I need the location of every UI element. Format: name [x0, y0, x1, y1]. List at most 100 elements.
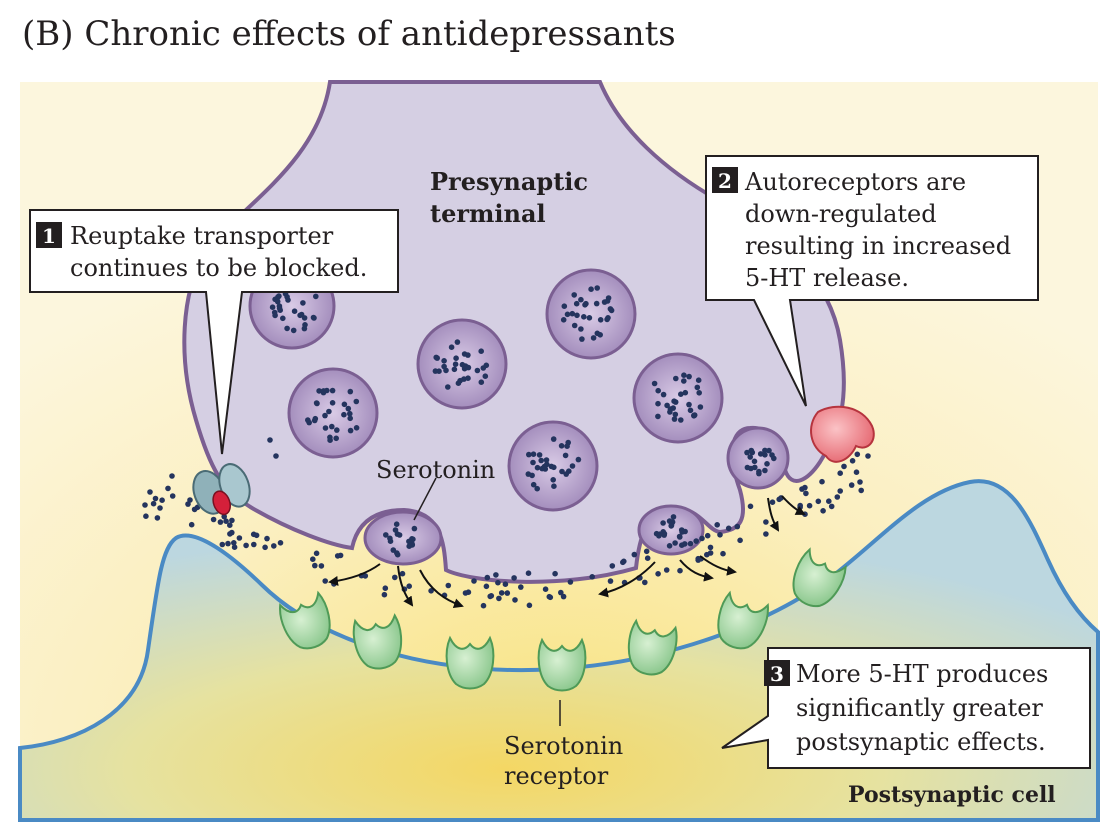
serotonin-dot: [322, 578, 329, 584]
serotonin-dot: [686, 401, 692, 408]
serotonin-dot: [310, 556, 316, 562]
serotonin-dot: [474, 367, 481, 374]
serotonin-dot: [229, 517, 235, 524]
serotonin-dot: [312, 562, 318, 569]
serotonin-dot: [678, 417, 684, 423]
serotonin-dot: [588, 286, 594, 293]
serotonin-dot: [345, 405, 352, 412]
release-arrow: [598, 561, 656, 598]
serotonin-dot: [764, 461, 770, 467]
serotonin-dot: [329, 400, 336, 406]
fusing-vesicle: [363, 510, 443, 566]
serotonin-dot: [504, 590, 511, 596]
serotonin-dot: [574, 312, 580, 319]
serotonin-dot: [747, 454, 753, 460]
serotonin-dot: [660, 520, 666, 526]
release-arrows: [328, 495, 806, 609]
serotonin-dot: [681, 378, 687, 384]
callout-1-badge: [36, 222, 62, 248]
callout-1-box: [29, 209, 399, 455]
serotonin-dot: [589, 574, 595, 580]
callout-3-line-3: postsynaptic effects.: [796, 728, 1046, 756]
serotonin-dot: [593, 300, 600, 307]
serotonin-dot: [525, 570, 532, 576]
serotonin-dot: [322, 412, 328, 419]
serotonin-dot: [707, 544, 714, 551]
serotonin-dot: [313, 400, 320, 406]
serotonin-dot: [681, 541, 688, 547]
serotonin-dot: [564, 311, 571, 318]
serotonin-dot: [697, 404, 704, 410]
serotonin-dot: [802, 484, 808, 491]
serotonin-dot: [443, 367, 449, 374]
serotonin-dot: [762, 447, 768, 454]
serotonin-dot: [667, 409, 673, 415]
serotonin-dot: [465, 589, 472, 595]
serotonin-dot: [734, 523, 741, 530]
serotonin-receptor: [279, 590, 331, 650]
serotonin-dot: [225, 540, 231, 547]
release-arrow: [781, 495, 806, 515]
serotonin-dot: [578, 326, 584, 332]
serotonin-dot: [273, 453, 279, 459]
serotonin-dot: [409, 542, 416, 548]
serotonin-dot: [694, 384, 701, 391]
serotonin-dot: [312, 415, 319, 422]
callout-3-line-1: More 5-HT produces: [796, 660, 1048, 688]
reuptake-transporter: [192, 463, 251, 516]
callout-2-line-3: resulting in increased: [745, 232, 1011, 260]
serotonin-receptor: [537, 637, 587, 692]
serotonin-dot: [586, 315, 593, 321]
serotonin-dot: [552, 570, 558, 577]
serotonin-dot: [157, 505, 163, 511]
serotonin-dot: [142, 502, 148, 508]
serotonin-dot: [594, 285, 600, 291]
receptor-shape: [279, 590, 331, 650]
serotonin-dot: [693, 538, 699, 544]
serotonin-dot: [324, 387, 330, 394]
receptor-shape: [537, 637, 587, 692]
serotonin-dot: [274, 298, 281, 305]
serotonin-dot: [311, 315, 317, 321]
serotonin-dot: [686, 373, 692, 380]
serotonin-molecules: [142, 282, 871, 609]
serotonin-dot: [229, 529, 235, 536]
serotonin-dot: [530, 481, 537, 488]
callout-3-number: 3: [770, 662, 784, 686]
serotonin-dot: [302, 322, 308, 328]
serotonin-dot: [448, 344, 455, 351]
serotonin-dot: [762, 452, 768, 458]
serotonin-dot: [609, 563, 616, 569]
serotonin-dot: [451, 366, 458, 373]
serotonin-dot: [651, 380, 658, 387]
serotonin-dot: [670, 405, 676, 411]
serotonin-dot: [394, 531, 401, 537]
serotonin-dot: [542, 586, 549, 592]
callout-1-line-1: Reuptake transporter: [70, 222, 334, 250]
presynaptic-label-line-1: Presynaptic: [430, 167, 588, 196]
serotonin-receptors: [279, 547, 847, 692]
serotonin-dot: [762, 467, 768, 474]
serotonin-dot: [551, 464, 557, 471]
serotonin-dot: [797, 504, 803, 511]
serotonin-dot: [262, 544, 268, 551]
serotonin-dot: [857, 479, 863, 485]
serotonin-dot: [280, 315, 286, 322]
serotonin-dot: [560, 317, 567, 323]
serotonin-dot: [253, 532, 260, 539]
serotonin-dot: [399, 570, 406, 577]
serotonin-dot: [655, 387, 661, 394]
callout-2-number: 2: [718, 169, 732, 193]
callout-2-line-4: 5-HT release.: [745, 264, 909, 292]
receptor-shape: [627, 618, 678, 676]
serotonin-dot: [432, 368, 439, 374]
serotonin-dot: [453, 355, 459, 362]
serotonin-dot: [687, 407, 694, 414]
serotonin-dot: [231, 544, 238, 550]
serotonin-dot: [478, 379, 485, 386]
serotonin-dot: [663, 567, 670, 573]
serotonin-dot: [717, 532, 723, 538]
serotonin-dot: [326, 408, 332, 415]
serotonin-dot: [604, 298, 611, 304]
serotonin-dot: [538, 457, 544, 464]
